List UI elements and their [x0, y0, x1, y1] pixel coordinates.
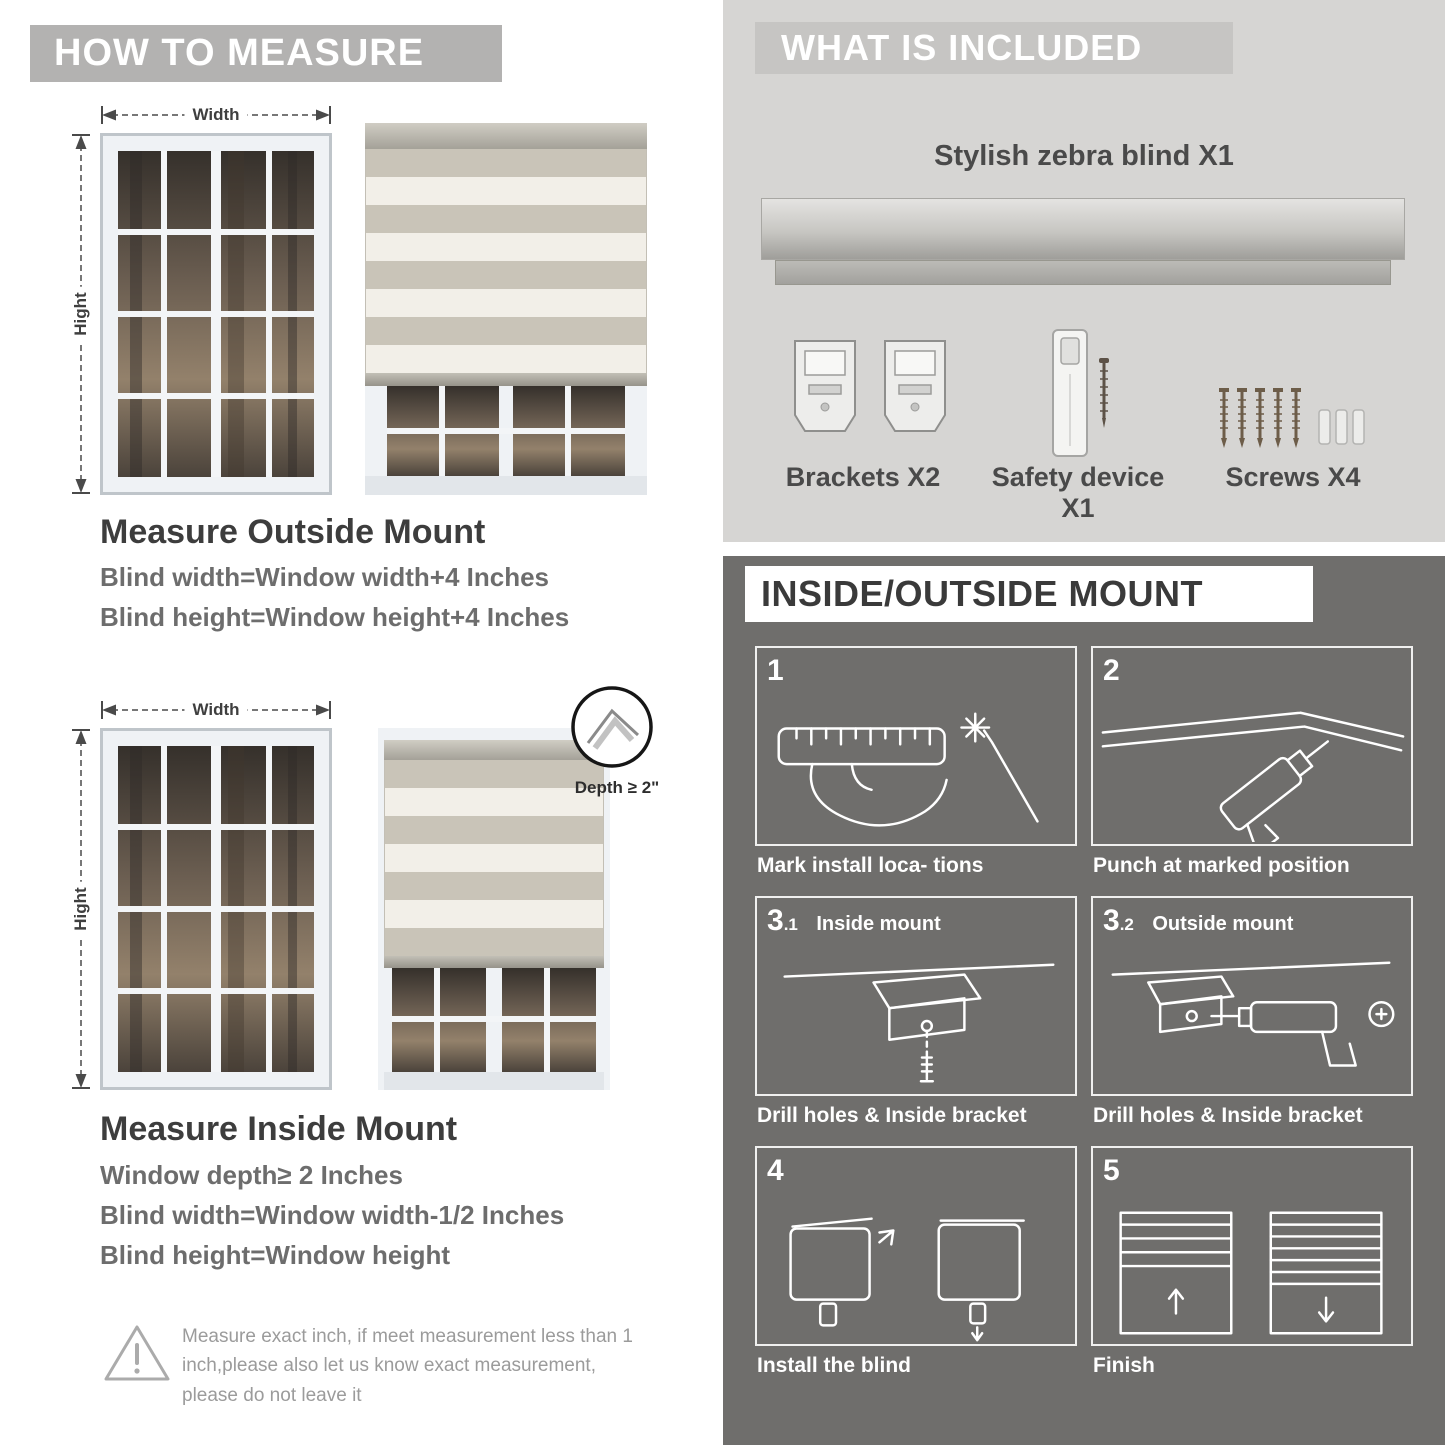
finish-blinds-illustration	[1119, 1211, 1383, 1335]
safety-device-label: Safety device X1	[991, 462, 1165, 523]
width-label: Width	[184, 105, 248, 125]
outside-mount-title: Measure Outside Mount	[100, 513, 486, 551]
inside-mount-title: Measure Inside Mount	[100, 1110, 458, 1148]
blind-headrail-lip	[775, 260, 1391, 285]
warning-text: Measure exact inch, if meet measurement …	[182, 1326, 633, 1406]
mount-panel: INSIDE/OUTSIDE MOUNT 1 Mark install loca…	[723, 556, 1445, 1445]
blind-stripes	[365, 149, 647, 373]
height-arrow-icon	[72, 729, 90, 1089]
what-is-included-header: WHAT IS INCLUDED	[755, 22, 1233, 74]
blind-headrail-image	[761, 198, 1405, 260]
inside-formula-width: Blind width=Window width-1/2 Inches	[100, 1200, 565, 1230]
drill-corner-illustration	[1101, 711, 1405, 842]
blind-headrail	[365, 123, 647, 149]
install-blind-illustration	[789, 1217, 1025, 1342]
safety-device-icon	[1052, 329, 1109, 457]
how-to-measure-header: HOW TO MEASURE	[30, 25, 502, 82]
step-caption-1: Mark install loca- tions	[757, 854, 984, 877]
height-arrow-inside: Hight	[71, 728, 91, 1090]
window-top-frame	[384, 728, 604, 740]
screws-icon	[1217, 388, 1365, 450]
zebra-blind-illustration-outside	[365, 123, 647, 495]
step-number: 5	[1103, 1154, 1120, 1187]
step-caption-3-1: Drill holes & Inside bracket	[757, 1104, 1027, 1127]
inside-formula-height: Blind height=Window height	[100, 1240, 450, 1270]
step-cell-2: 2	[1091, 646, 1413, 846]
inside-bracket-screw-illustration	[783, 963, 1055, 1083]
step-caption-5: Finish	[1093, 1354, 1155, 1377]
height-arrow-outside: Hight	[71, 133, 91, 495]
step-cell-5: 5	[1091, 1146, 1413, 1346]
width-arrow-inside: Width	[100, 700, 332, 720]
depth-callout-circle	[570, 685, 654, 769]
step-caption-3-2: Drill holes & Inside bracket	[1093, 1104, 1363, 1127]
height-arrow-icon	[72, 134, 90, 494]
mount-header: INSIDE/OUTSIDE MOUNT	[745, 566, 1313, 622]
step-number: 3	[1103, 904, 1120, 937]
height-label: Hight	[71, 286, 91, 342]
what-is-included-panel: WHAT IS INCLUDED Stylish zebra blind X1	[723, 0, 1445, 542]
step-cell-3-1: 3.1 Inside mount	[755, 896, 1077, 1096]
window-below-blind	[384, 968, 604, 1090]
magnifier-corner-icon	[571, 686, 653, 768]
outside-formula-width: Blind width=Window width+4 Inches	[100, 562, 549, 592]
blind-headrail	[384, 740, 604, 760]
outside-bracket-drill-illustration	[1111, 961, 1395, 1067]
brackets-label: Brackets X2	[785, 462, 941, 492]
zebra-blind-illustration-inside	[378, 728, 610, 1090]
step-number: 1	[767, 654, 784, 687]
inside-formula-depth: Window depth≥ 2 Inches	[100, 1160, 403, 1190]
step-number: 4	[767, 1154, 784, 1187]
mount-header-label: INSIDE/OUTSIDE MOUNT	[761, 573, 1204, 614]
window-illustration-inside	[100, 728, 332, 1090]
blind-bottomrail	[365, 373, 647, 386]
step-caption-4: Install the blind	[757, 1354, 912, 1377]
width-label: Width	[184, 700, 248, 720]
window-illustration-outside	[100, 133, 332, 495]
step-caption-2: Punch at marked position	[1093, 854, 1350, 877]
screws-label: Screws X4	[1225, 462, 1361, 492]
step-cell-3-2: 3.2 Outside mount	[1091, 896, 1413, 1096]
outside-formula-height: Blind height=Window height+4 Inches	[100, 602, 570, 632]
step-number: 2	[1103, 654, 1120, 687]
step-cell-4: 4	[755, 1146, 1077, 1346]
step-cell-1: 1	[755, 646, 1077, 846]
brackets-icon	[794, 340, 946, 432]
how-to-measure-header-label: HOW TO MEASURE	[54, 32, 425, 74]
warning-icon	[104, 1325, 170, 1381]
window-below-blind	[365, 386, 647, 495]
what-is-included-header-label: WHAT IS INCLUDED	[781, 27, 1143, 68]
width-arrow-outside: Width	[100, 105, 332, 125]
measuring-tape-mark-illustration	[777, 712, 1039, 827]
included-blind-label: Stylish zebra blind X1	[934, 140, 1234, 172]
depth-callout-label: Depth ≥ 2"	[574, 778, 660, 797]
blind-stripes	[384, 760, 604, 956]
height-label: Hight	[71, 881, 91, 937]
blind-bottomrail	[384, 956, 604, 968]
step-number: 3	[767, 904, 784, 937]
